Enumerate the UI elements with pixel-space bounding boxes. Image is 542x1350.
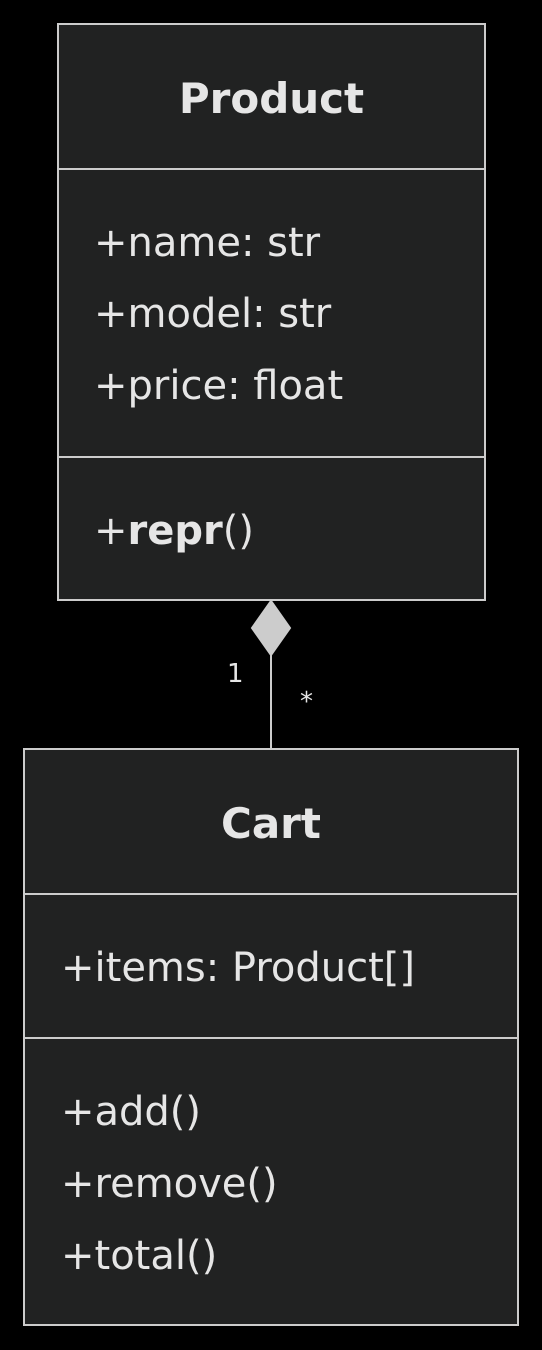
cart-method-total: +total() [61,1233,218,1279]
multiplicity-cart-side: * [300,687,313,717]
product-attribute-price: +price: float [94,363,344,409]
product-method-repr-name: repr [127,508,223,554]
cart-attribute-items: +items: Product[] [61,945,416,991]
composition-diamond-icon [250,599,292,657]
cart-attributes-separator [25,1037,517,1039]
product-class-name: Product [178,74,365,123]
multiplicity-product-side: 1 [227,659,244,689]
product-attributes-separator [59,456,484,458]
product-method-repr: +repr() [94,507,254,555]
cart-class-name: Cart [221,799,321,848]
product-class-box: Product +name: str +model: str +price: f… [57,23,486,601]
cart-name-separator [25,893,517,895]
cart-method-add: +add() [61,1089,202,1135]
cart-method-remove: +remove() [61,1161,278,1207]
product-method-repr-suffix: () [222,508,254,554]
product-attribute-model: +model: str [94,291,332,337]
product-attribute-name: +name: str [94,220,321,266]
cart-class-box: Cart +items: Product[] +add() +remove() … [23,748,519,1326]
product-method-repr-prefix: + [94,508,128,554]
product-name-separator [59,168,484,170]
